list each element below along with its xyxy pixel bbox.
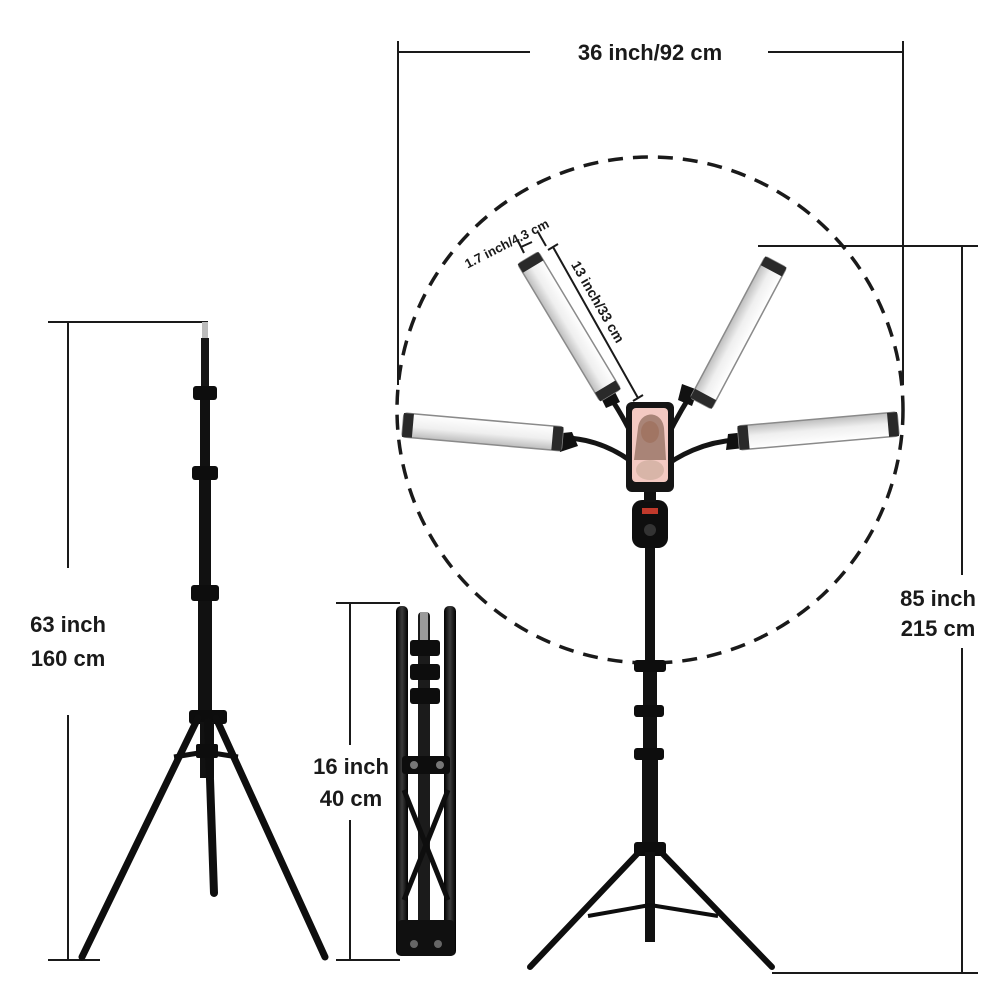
folded-leg bbox=[418, 612, 430, 952]
light-stand bbox=[401, 251, 900, 970]
folded-knob bbox=[410, 664, 440, 680]
folded-screw bbox=[410, 940, 418, 948]
stand-lock-knob bbox=[192, 466, 218, 480]
folded-knob bbox=[410, 640, 440, 656]
folded-tip bbox=[420, 612, 428, 642]
stand-section-3 bbox=[199, 474, 211, 594]
stand-section-2 bbox=[200, 396, 210, 476]
light-stand-center bbox=[645, 852, 655, 942]
stand-height-inch-label: 63 inch bbox=[30, 612, 106, 637]
total-height-cm-label: 215 cm bbox=[900, 616, 976, 641]
tripod-stand-folded bbox=[396, 606, 456, 956]
total-height-inch-label: 85 inch bbox=[900, 586, 976, 611]
light-stand-pole bbox=[645, 540, 655, 670]
stand-brace-collar bbox=[196, 744, 218, 758]
portrait-hair bbox=[634, 414, 666, 460]
stand-section-4 bbox=[198, 592, 212, 716]
folded-screw bbox=[434, 940, 442, 948]
light-stand-brace bbox=[649, 903, 719, 918]
panel-length-line bbox=[552, 246, 639, 399]
stand-lock-knob bbox=[193, 386, 217, 400]
folded-height-inch-label: 16 inch bbox=[313, 754, 389, 779]
led-panel-left bbox=[401, 412, 564, 452]
led-panel-upper-right bbox=[690, 256, 787, 409]
light-stand-knob bbox=[634, 748, 664, 760]
light-stand-leg bbox=[527, 847, 644, 970]
light-stand-pole bbox=[642, 750, 658, 850]
light-stand-knob bbox=[634, 660, 666, 672]
stand-section-1 bbox=[201, 338, 209, 398]
folded-foot bbox=[398, 920, 454, 956]
folded-leg bbox=[396, 606, 408, 956]
folded-hub bbox=[402, 756, 450, 774]
panel-width-line bbox=[520, 241, 533, 248]
folded-height-cm-label: 40 cm bbox=[319, 786, 383, 811]
panel-width-tick-a bbox=[517, 240, 525, 254]
controller-knob bbox=[644, 524, 656, 536]
dimension-lines bbox=[48, 41, 978, 974]
folded-brace bbox=[401, 789, 451, 901]
light-stand-leg bbox=[656, 847, 775, 970]
light-stand-knob bbox=[634, 705, 664, 717]
folded-knob bbox=[410, 688, 440, 704]
stand-tip bbox=[202, 322, 208, 340]
panel-length-tick-top bbox=[547, 243, 559, 251]
folded-screw bbox=[410, 761, 418, 769]
panel-length-tick-bottom bbox=[632, 394, 644, 402]
width-label: 36 inch/92 cm bbox=[577, 40, 723, 65]
light-stand-brace bbox=[587, 903, 651, 918]
panel-width-tick-b bbox=[537, 231, 547, 247]
folded-screw bbox=[436, 761, 444, 769]
light-mount bbox=[678, 384, 698, 406]
portrait-body bbox=[636, 460, 664, 480]
stand-height-cm-label: 160 cm bbox=[30, 646, 106, 671]
led-panel-right bbox=[737, 411, 900, 451]
led-panel-upper-left bbox=[517, 251, 621, 402]
stand-lock-knob bbox=[191, 585, 219, 601]
folded-leg bbox=[444, 606, 456, 956]
light-spread-circle bbox=[395, 155, 905, 665]
tripod-stand-extended bbox=[78, 322, 329, 961]
controller-display bbox=[642, 508, 658, 514]
